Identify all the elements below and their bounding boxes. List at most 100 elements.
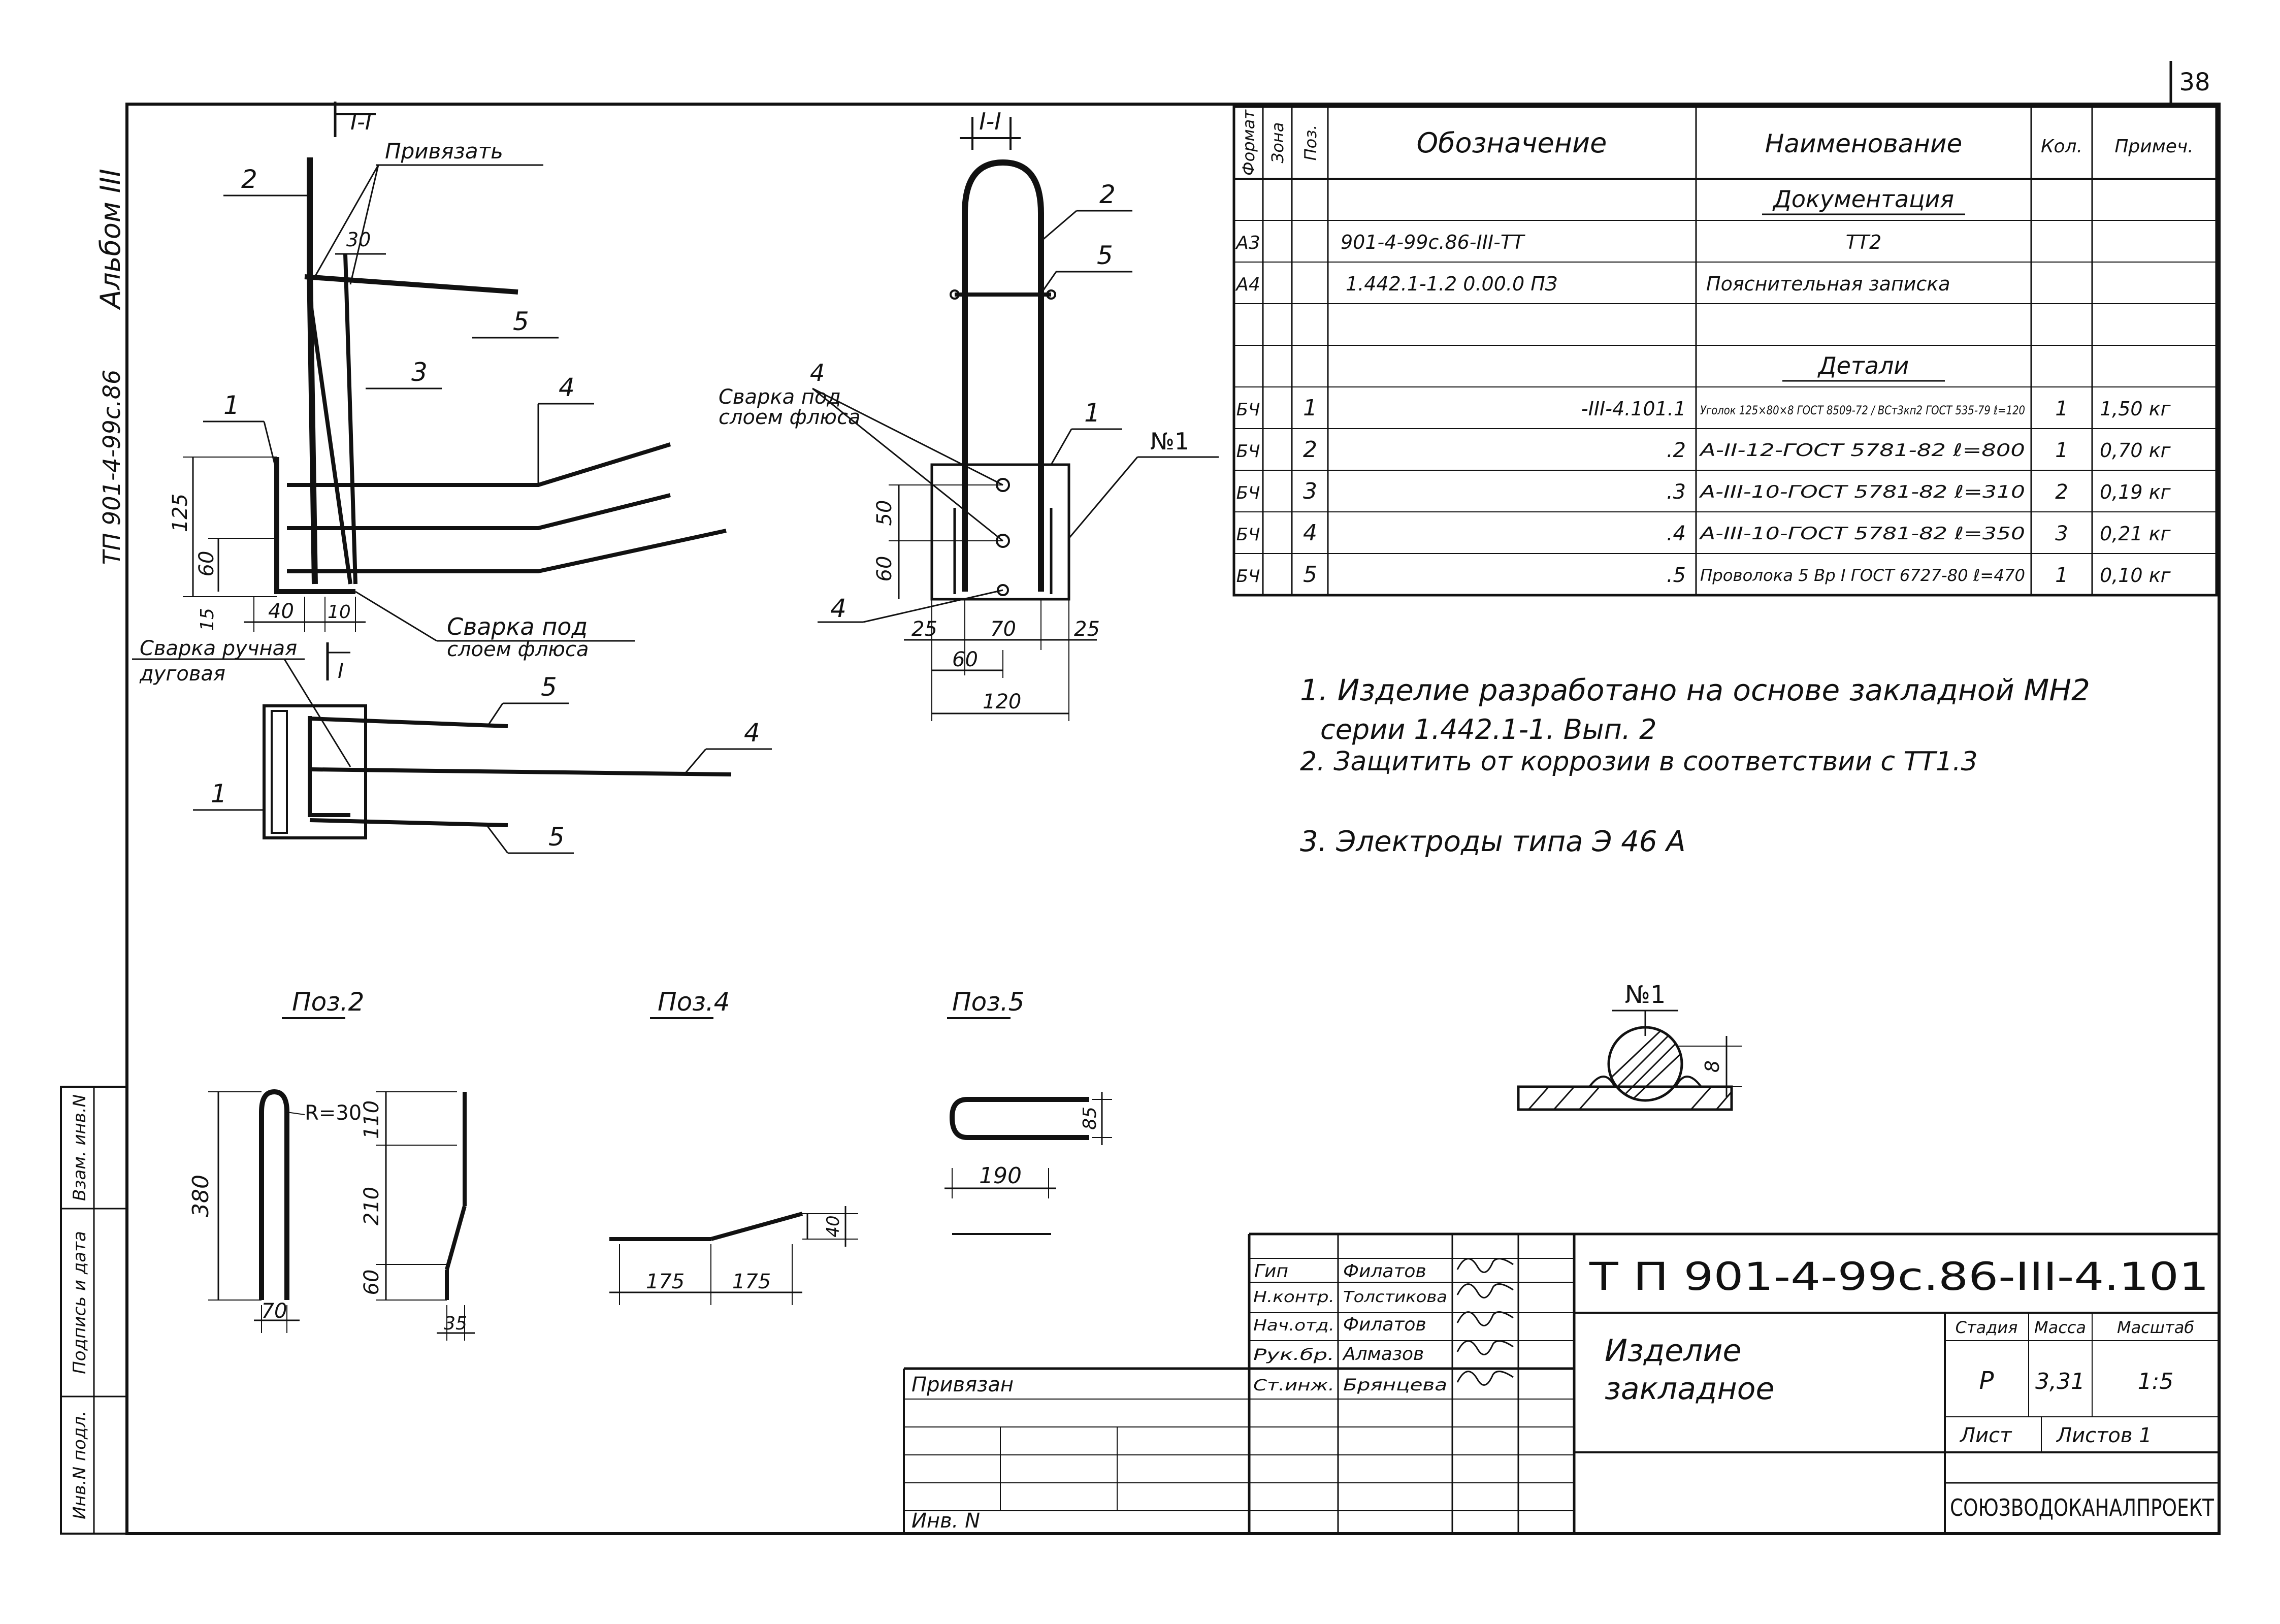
spec-header-format: Формат bbox=[1239, 109, 1258, 176]
signature-mark bbox=[1456, 1283, 1514, 1298]
attach-label: Привязать bbox=[385, 139, 503, 164]
staff-name: Толстикова bbox=[1343, 1288, 1447, 1306]
staff-row: Нач.отд. Филатов bbox=[1253, 1311, 1514, 1335]
main-section-mark: I-I bbox=[350, 109, 372, 135]
staff-row: Гип Филатов bbox=[1254, 1258, 1514, 1282]
staff-row: Ст.инж. Брянцева bbox=[1253, 1371, 1514, 1394]
section-node-mark: №1 bbox=[1150, 428, 1189, 455]
spec-section-documentation: Документация bbox=[1772, 185, 1954, 213]
tied-label: Привязан bbox=[911, 1373, 1014, 1396]
spec-row-name: А-III-10-ГОСТ 5781-82 ℓ=310 bbox=[1699, 482, 2025, 502]
side-project-code: ТП 901-4-99с.86 bbox=[98, 370, 125, 565]
note-1: 1. Изделие разработано на основе закладн… bbox=[1300, 673, 2090, 707]
album-label: Альбом III bbox=[94, 169, 126, 310]
spec-row-designation: 1.442.1-1.2 0.00.0 ПЗ bbox=[1346, 273, 1557, 295]
spec-row-note: 0,70 кг bbox=[2100, 439, 2171, 462]
pos2-title: Поз.2 bbox=[292, 987, 364, 1017]
signature-mark bbox=[1456, 1258, 1514, 1273]
table-row: БЧ 3 .3 А-III-10-ГОСТ 5781-82 ℓ=310 2 0,… bbox=[1236, 478, 2171, 504]
section-weld-flux-label-2: слоем флюса bbox=[719, 406, 860, 429]
spec-row-note: 0,19 кг bbox=[2100, 481, 2171, 503]
pos5-dim-85: 85 bbox=[1080, 1107, 1100, 1130]
stage-value: Р bbox=[1979, 1367, 1994, 1395]
title-block: Привязан Инв. N Т П 901-4-99с.86-III-4.1… bbox=[903, 1232, 2219, 1534]
table-row: А3 901-4-99с.86-III-ТТ ТТ2 bbox=[1235, 231, 1881, 253]
note-2: 2. Защитить от коррозии в соответствии с… bbox=[1300, 746, 1978, 777]
section-pos-5: 5 bbox=[1097, 241, 1113, 270]
main-pos-1: 1 bbox=[223, 391, 240, 420]
table-row: БЧ 1 -III-4.101.1 Уголок 125×80×8 ГОСТ 8… bbox=[1236, 395, 2171, 421]
organization: СОЮЗВОДОКАНАЛПРОЕКТ bbox=[1950, 1494, 2214, 1521]
mass-value: 3,31 bbox=[2035, 1369, 2085, 1394]
section-view: I-I 2 5 4 Сварка под слоем флюса 1 №1 4 bbox=[719, 108, 1219, 721]
main-pos-3: 3 bbox=[411, 358, 428, 387]
spec-table: Формат Зона Поз. Обозначение Наименовани… bbox=[1232, 105, 2218, 597]
spec-row-qty: 3 bbox=[2055, 522, 2068, 545]
pos4-detail: Поз.4 40 175 175 bbox=[609, 987, 858, 1305]
detail-node-1: №1 8 bbox=[1517, 981, 1742, 1111]
note-1-continued: серии 1.442.1-1. Вып. 2 bbox=[1320, 713, 1657, 745]
section-dim-60-horizontal: 60 bbox=[952, 648, 978, 671]
section-dim-25-left: 25 bbox=[911, 618, 937, 641]
spec-row-name: Уголок 125×80×8 ГОСТ 8509-72 / ВСт3кп2 Г… bbox=[1700, 403, 2025, 417]
sheet-number: 38 bbox=[2179, 68, 2210, 96]
spec-row-pos: 1 bbox=[1303, 395, 1317, 421]
section-weld-flux-label-1: Сварка под bbox=[719, 385, 841, 409]
section-dim-120: 120 bbox=[983, 690, 1021, 713]
staff-row: Н.контр. Толстикова bbox=[1253, 1283, 1514, 1306]
spec-row-name: ТТ2 bbox=[1846, 231, 1882, 253]
staff-role: Ст.инж. bbox=[1253, 1377, 1334, 1394]
sheets-label: Листов 1 bbox=[2056, 1424, 2152, 1447]
spec-row-qty: 1 bbox=[2055, 439, 2068, 462]
spec-row-format: БЧ bbox=[1236, 400, 1260, 420]
plan-view: Сварка ручная дуговая I 5 4 1 5 bbox=[132, 637, 772, 854]
spec-row-format: БЧ bbox=[1236, 441, 1260, 462]
mass-header: Масса bbox=[2034, 1318, 2086, 1337]
staff-role: Н.контр. bbox=[1253, 1288, 1334, 1306]
node-dim-8: 8 bbox=[1701, 1060, 1723, 1073]
spec-row-designation: .3 bbox=[1667, 480, 1686, 504]
spec-header-name: Наименование bbox=[1765, 129, 1963, 158]
signature-mark bbox=[1456, 1340, 1514, 1355]
main-dim-30: 30 bbox=[346, 229, 371, 251]
signature-mark bbox=[1456, 1311, 1514, 1326]
spec-row-designation: .5 bbox=[1667, 564, 1686, 587]
spec-row-designation: .4 bbox=[1667, 522, 1686, 545]
spec-row-qty: 2 bbox=[2055, 480, 2068, 504]
spec-row-name: А-III-10-ГОСТ 5781-82 ℓ=350 bbox=[1699, 524, 2025, 544]
spec-row-pos: 4 bbox=[1303, 520, 1317, 546]
item-name-line-2: закладное bbox=[1605, 1371, 1774, 1407]
spec-header-pos: Поз. bbox=[1301, 125, 1320, 161]
stamp-cell-signature: Подпись и дата bbox=[70, 1231, 90, 1374]
staff-role: Гип bbox=[1254, 1261, 1288, 1282]
item-name-line-1: Изделие bbox=[1605, 1333, 1741, 1369]
spec-header-designation: Обозначение bbox=[1417, 127, 1607, 159]
section-dim-50: 50 bbox=[873, 500, 896, 526]
pos2-radius: R=30 bbox=[305, 1101, 362, 1125]
main-dim-60: 60 bbox=[195, 551, 218, 577]
main-pos-5: 5 bbox=[513, 307, 529, 336]
main-weld-flux-label-1: Сварка под bbox=[447, 613, 588, 640]
main-dim-15: 15 bbox=[197, 608, 218, 631]
plan-weld-arc-label-2: дуговая bbox=[139, 662, 225, 686]
pos4-dim-40: 40 bbox=[823, 1215, 843, 1237]
plan-section-mark: I bbox=[338, 660, 344, 683]
scale-value: 1:5 bbox=[2138, 1369, 2174, 1394]
spec-row-format: БЧ bbox=[1236, 525, 1260, 545]
section-pos-1: 1 bbox=[1084, 398, 1100, 428]
spec-row-name: А-II-12-ГОСТ 5781-82 ℓ=800 bbox=[1699, 440, 2025, 461]
signature-mark bbox=[1456, 1371, 1514, 1386]
spec-row-note: 0,21 кг bbox=[2100, 523, 2171, 545]
spec-row-qty: 1 bbox=[2055, 397, 2068, 420]
staff-role: Рук.бр. bbox=[1253, 1346, 1334, 1364]
table-row: БЧ 4 .4 А-III-10-ГОСТ 5781-82 ℓ=350 3 0,… bbox=[1236, 520, 2171, 546]
section-dim-70: 70 bbox=[990, 618, 1016, 641]
pos4-dim-210: 210 bbox=[360, 1187, 383, 1225]
section-pos-2: 2 bbox=[1099, 180, 1116, 209]
staff-name: Алмазов bbox=[1342, 1344, 1424, 1365]
spec-header-note: Примеч. bbox=[2114, 136, 2193, 157]
plan-weld-arc-label-1: Сварка ручная bbox=[140, 637, 297, 660]
spec-header-zone: Зона bbox=[1268, 122, 1287, 164]
node-title: №1 bbox=[1625, 981, 1666, 1009]
main-dim-125: 125 bbox=[169, 494, 192, 532]
